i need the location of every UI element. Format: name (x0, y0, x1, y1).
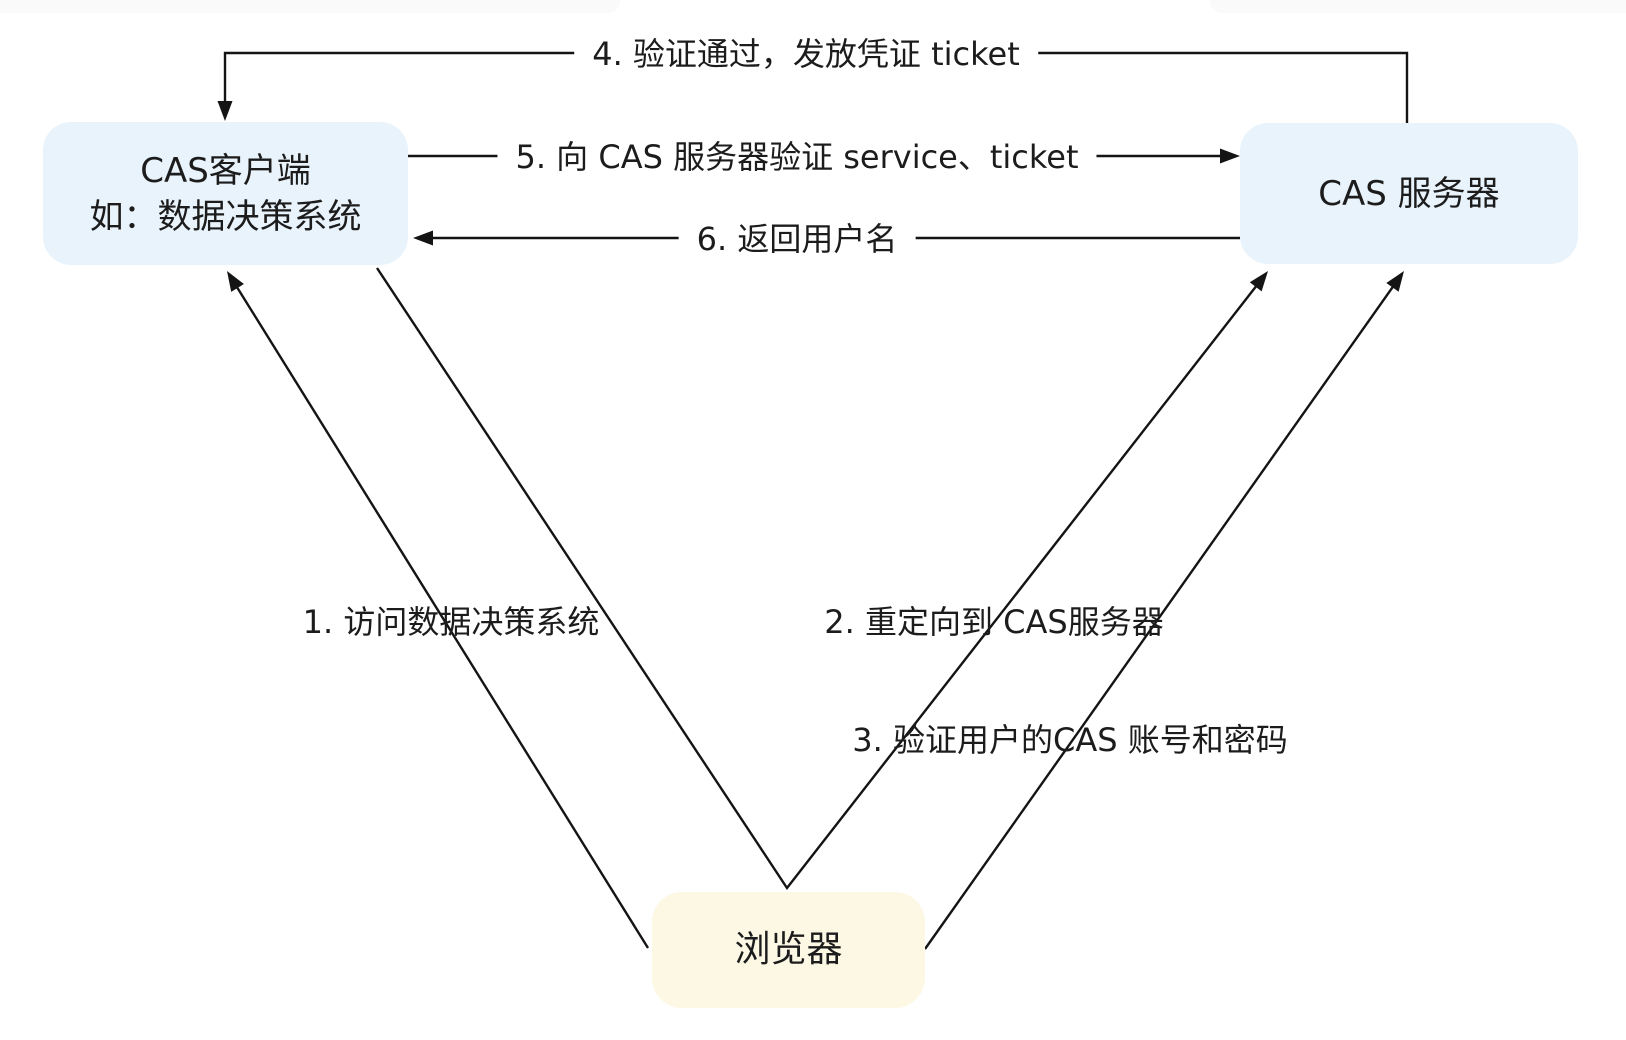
edge-label-step3: 3. 验证用户的CAS 账号和密码 (852, 721, 1288, 759)
edge-label-step5: 5. 向 CAS 服务器验证 service、ticket (497, 130, 1097, 180)
edge-step4-arrowhead (217, 101, 233, 121)
node-browser-title: 浏览器 (734, 929, 843, 970)
edge-step3-arrowhead (1386, 271, 1404, 292)
edge-label-step6: 6. 返回用户名 (678, 212, 916, 262)
edge-label-step1: 1. 访问数据决策系统 (302, 603, 600, 641)
edge-step5-arrowhead (1220, 148, 1240, 164)
edge-label-step2: 2. 重定向到 CAS服务器 (824, 603, 1164, 641)
edge-step3-line (924, 280, 1399, 950)
edge-step1-line (232, 280, 650, 949)
node-cas-client-subtitle: 如：数据决策系统 (89, 196, 362, 237)
node-cas-client: CAS客户端 如：数据决策系统 (43, 122, 408, 265)
edge-step1-arrowhead (227, 271, 244, 292)
node-cas-server-title: CAS 服务器 (1318, 173, 1500, 214)
node-cas-server: CAS 服务器 (1240, 123, 1578, 264)
edge-step2-line (375, 267, 1262, 891)
node-browser: 浏览器 (652, 892, 925, 1008)
node-cas-client-title: CAS客户端 (140, 150, 311, 191)
edge-step2-arrowhead (1249, 271, 1268, 292)
edge-step6-arrowhead (413, 230, 433, 246)
edge-label-step4: 4. 验证通过，发放凭证 ticket (574, 27, 1038, 77)
